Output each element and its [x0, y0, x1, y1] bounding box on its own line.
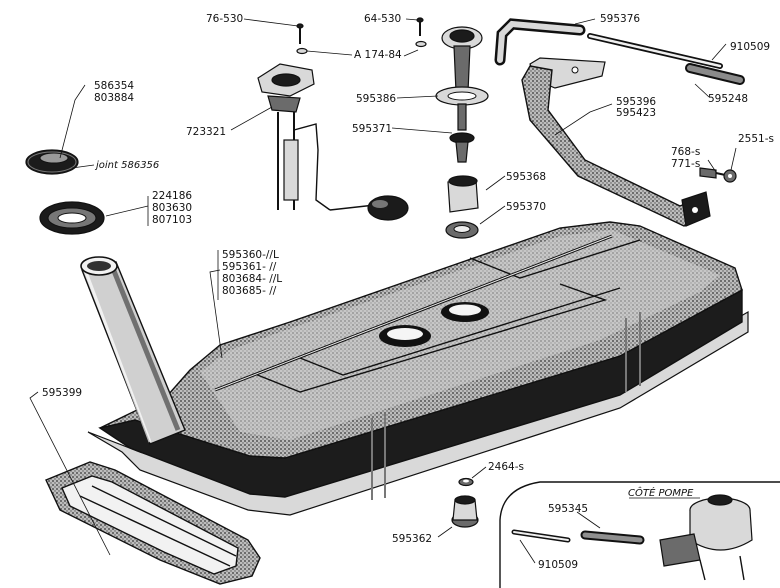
fuel-gauge-sender — [257, 63, 409, 221]
screw-76-530 — [296, 23, 308, 55]
label-803685: 803685- // — [222, 285, 277, 297]
label-224186: 224186 — [152, 190, 192, 202]
label-803630: 803630 — [152, 202, 192, 214]
vent-hose — [494, 18, 723, 69]
label-595423: 595423 — [616, 107, 656, 119]
rod-595248 — [685, 63, 745, 85]
label-76-530: 76-530 — [206, 13, 243, 25]
label-595399: 595399 — [42, 387, 82, 399]
label-771-5: 771-s — [671, 158, 700, 170]
label-595396: 595396 — [616, 96, 656, 108]
label-2551-s: 2551-s — [738, 133, 774, 145]
label-723321: 723321 — [186, 126, 226, 138]
gasket-ring — [39, 201, 105, 235]
label-a174-84: A 174-84 — [354, 49, 402, 61]
bolt-and-nut — [699, 167, 737, 183]
label-803684: 803684- //L — [222, 273, 282, 285]
leader-lines — [29, 18, 737, 564]
label-595345: 595345 — [548, 503, 588, 515]
label-595370: 595370 — [506, 201, 546, 213]
label-595360: 595360-//L — [222, 249, 279, 261]
label-2464-s: 2464-s — [488, 461, 524, 473]
label-595361: 595361- // — [222, 261, 277, 273]
cap-595362 — [451, 495, 479, 528]
label-768-5: 768-s — [671, 146, 700, 158]
label-595368: 595368 — [506, 171, 546, 183]
label-586354: 586354 — [94, 80, 134, 92]
label-910509-bottom: 910509 — [538, 559, 578, 571]
label-cote-pompe: CÔTÉ POMPE — [628, 486, 694, 499]
label-595386: 595386 — [356, 93, 396, 105]
label-595362: 595362 — [392, 533, 432, 545]
tank-strap-bracket — [521, 57, 711, 227]
label-595371: 595371 — [352, 123, 392, 135]
label-807103: 807103 — [152, 214, 192, 226]
pump-side-inset — [499, 481, 780, 588]
label-64-530: 64-530 — [364, 13, 401, 25]
tank-skid-pan — [45, 461, 261, 585]
label-910509-top: 910509 — [730, 41, 770, 53]
label-803884: 803884 — [94, 92, 134, 104]
label-joint-586356: joint 586356 — [94, 160, 159, 171]
fuel-tank — [87, 221, 749, 516]
label-595248: 595248 — [708, 93, 748, 105]
washer-2464 — [458, 477, 474, 487]
part-number-labels: 76-530 64-530 595376 A 174-84 910509 595… — [42, 13, 774, 571]
filler-cap-assembly — [435, 26, 489, 239]
label-595376: 595376 — [600, 13, 640, 25]
screw-64-530 — [415, 17, 427, 48]
filler-neck — [80, 256, 186, 445]
rubber-seal-ring — [25, 149, 79, 175]
